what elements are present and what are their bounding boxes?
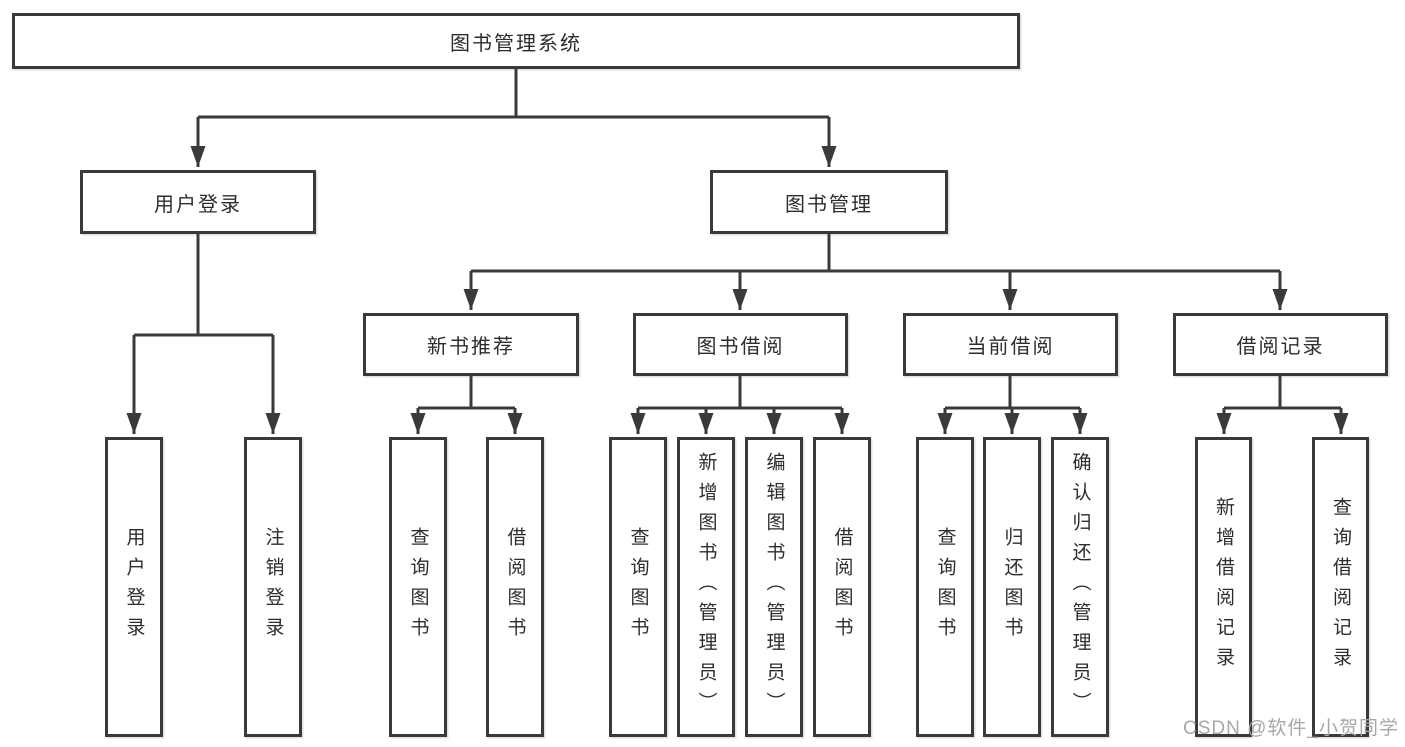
node-book-borrowing-label: 图书借阅 [696,336,785,358]
leaf-borrowing-borrow-books: 借阅图书 [813,437,871,737]
node-new-book-recommend: 新书推荐 [363,313,579,376]
node-current-borrowing-label: 当前借阅 [966,336,1055,358]
leaf-user-login-label: 用户登录 [123,527,145,647]
connector-book-mgmt-children [463,234,1288,310]
leaf-records-add-record: 新增借阅记录 [1195,437,1252,737]
leaf-records-add-record-label: 新增借阅记录 [1213,497,1234,677]
leaf-user-login: 用户登录 [105,437,163,737]
leaf-recommend-borrow-books: 借阅图书 [486,437,544,737]
leaf-logout-label: 注销登录 [262,527,284,647]
node-user-login-label: 用户登录 [154,193,242,216]
leaf-current-query-books-label: 查询图书 [934,527,956,647]
leaf-borrowing-borrow-books-label: 借阅图书 [831,527,853,647]
watermark-text: CSDN @软件_小贺同学 [1183,718,1399,739]
leaf-current-return-books: 归还图书 [983,437,1041,737]
node-borrow-records-label: 借阅记录 [1236,336,1325,358]
connector-new-book-rec-children [410,376,523,434]
node-borrow-records: 借阅记录 [1173,313,1388,376]
node-root: 图书管理系统 [12,13,1020,69]
leaf-borrowing-edit-books-label: 编辑图书（管理员） [763,452,785,722]
leaf-borrowing-query-books-label: 查询图书 [627,527,649,647]
connector-user-login-children [126,234,281,434]
leaf-records-query-record-label: 查询借阅记录 [1330,497,1351,677]
leaf-current-query-books: 查询图书 [916,437,974,737]
node-book-borrowing: 图书借阅 [633,313,848,376]
leaf-logout: 注销登录 [244,437,302,737]
node-root-label: 图书管理系统 [450,32,582,55]
leaf-current-return-books-label: 归还图书 [1001,527,1023,647]
leaf-borrowing-add-books: 新增图书（管理员） [677,437,735,737]
node-new-book-recommend-label: 新书推荐 [427,336,515,358]
node-current-borrowing: 当前借阅 [903,313,1118,376]
node-user-login: 用户登录 [80,170,316,234]
leaf-borrowing-add-books-label: 新增图书（管理员） [695,452,717,722]
leaf-current-confirm-return-label: 确认归还（管理员） [1069,452,1091,722]
connector-root-children [190,69,837,167]
leaf-current-confirm-return: 确认归还（管理员） [1051,437,1109,737]
connector-book-borrow-children [630,376,850,434]
leaf-borrowing-query-books: 查询图书 [609,437,667,737]
connector-borrow-records-children [1216,376,1349,434]
node-book-management: 图书管理 [710,170,948,234]
node-book-management-label: 图书管理 [785,193,873,216]
leaf-records-query-record: 查询借阅记录 [1312,437,1369,737]
leaf-recommend-query-books-label: 查询图书 [407,527,429,647]
connector-current-borrow-children [937,376,1088,434]
leaf-borrowing-edit-books: 编辑图书（管理员） [745,437,803,737]
leaf-recommend-query-books: 查询图书 [389,437,447,737]
leaf-recommend-borrow-books-label: 借阅图书 [504,527,526,647]
